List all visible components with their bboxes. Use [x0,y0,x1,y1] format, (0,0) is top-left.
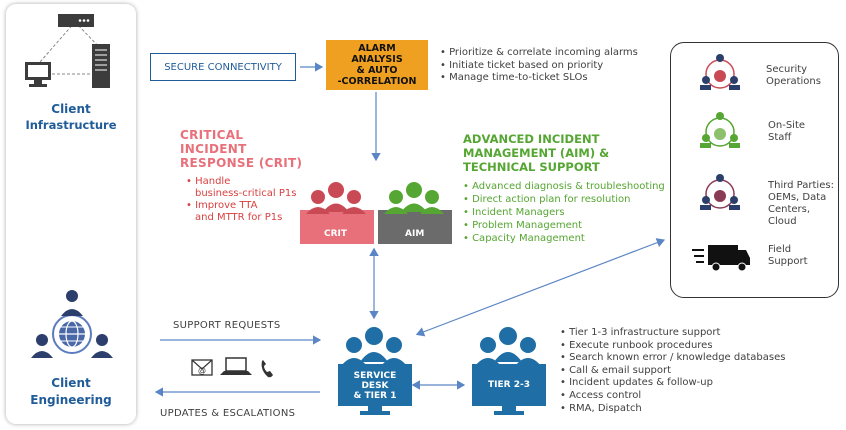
alarm-analysis-box: ALARM ANALYSIS & AUTO -CORRELATION [326,40,428,90]
service-desk-icon [338,327,412,415]
third-parties-icon [700,174,740,210]
aim-team-label: AIM [405,229,425,239]
crit-title: CRITICAL INCIDENT RESPONSE (CRIT) [180,128,302,170]
alarm-line: & AUTO [356,65,398,76]
tier-bullet: RMA, Dispatch [560,403,785,416]
tier23-label: TIER 2-3 [488,380,530,390]
aim-bullet: Capacity Management [463,232,665,245]
aim-bullet: Problem Management [463,219,665,232]
crit-title-line: INCIDENT [180,142,247,156]
tier-bullets: Tier 1-3 infrastructure support Execute … [560,327,785,415]
arrow-partners-servicedesk [415,238,666,337]
alarm-bullet: Initiate ticket based on priority [440,60,638,73]
phone-icon [261,360,273,378]
client-infrastructure-subtitle: Infrastructure [25,118,117,132]
alarm-bullets: Prioritize & correlate incoming alarms I… [440,47,638,85]
client-engineering-title: Client [51,376,91,390]
laptop-icon [220,357,252,375]
tier-bullet: Access control [560,390,785,403]
globe-icon [59,320,85,348]
secure-connectivity-box: SECURE CONNECTIVITY [150,53,296,81]
tier-bullet: Incident updates & follow-up [560,377,785,390]
monitor-icon [25,62,51,87]
crit-team-icon [300,182,374,244]
tower-server-icon [92,44,110,88]
third-parties-label: Third Parties:OEMs, Data Centers,Cloud [768,180,834,227]
support-requests-label: SUPPORT REQUESTS [173,320,281,331]
truck-icon [692,245,750,272]
aim-bullet: Incident Managers [463,206,665,219]
alarm-line: ALARM [358,43,396,54]
aim-bullets: Advanced diagnosis & troubleshooting Dir… [463,180,665,245]
tier-bullet: Call & email support [560,365,785,378]
svg-text:@: @ [198,366,206,375]
alarm-line: ANALYSIS [351,54,403,65]
onsite-staff-icon [700,112,740,148]
client-engineering-subtitle: Engineering [30,393,112,407]
aim-title-line: MANAGEMENT (AIM) & [463,146,610,160]
aim-bullet: Advanced diagnosis & troubleshooting [463,180,665,193]
left-panel-icons-overlay [25,14,113,358]
crit-title-line: CRITICAL [180,128,244,142]
crit-team-label: CRIT [324,229,348,239]
tier23-icon [472,327,546,415]
partners-panel [670,42,839,298]
aim-bullet: Direct action plan for resolution [463,193,665,206]
crit-title-line: RESPONSE (CRIT) [180,156,303,170]
updates-escalations-label: UPDATES & ESCALATIONS [160,408,296,419]
tier-bullet: Tier 1-3 infrastructure support [560,327,785,340]
alarm-bullet: Manage time-to-ticket SLOs [440,72,638,85]
alarm-line: -CORRELATION [337,76,417,87]
security-operations-icon [700,54,740,90]
server-icon [58,14,94,27]
aim-title-line: TECHNICAL SUPPORT [463,160,600,174]
engineering-team-icon [31,290,113,358]
aim-title-line: ADVANCED INCIDENT [463,132,600,146]
tier-bullet: Search known error / knowledge databases [560,352,785,365]
aim-title: ADVANCED INCIDENT MANAGEMENT (AIM) & TEC… [463,132,609,174]
client-infrastructure-title: Client [51,102,91,116]
aim-team-icon [378,182,452,244]
service-desk-label: SERVICE DESK & TIER 1 [353,371,397,401]
tier-bullet: Execute runbook procedures [560,340,785,353]
alarm-bullet: Prioritize & correlate incoming alarms [440,47,638,60]
mail-icon: @ [191,359,213,376]
